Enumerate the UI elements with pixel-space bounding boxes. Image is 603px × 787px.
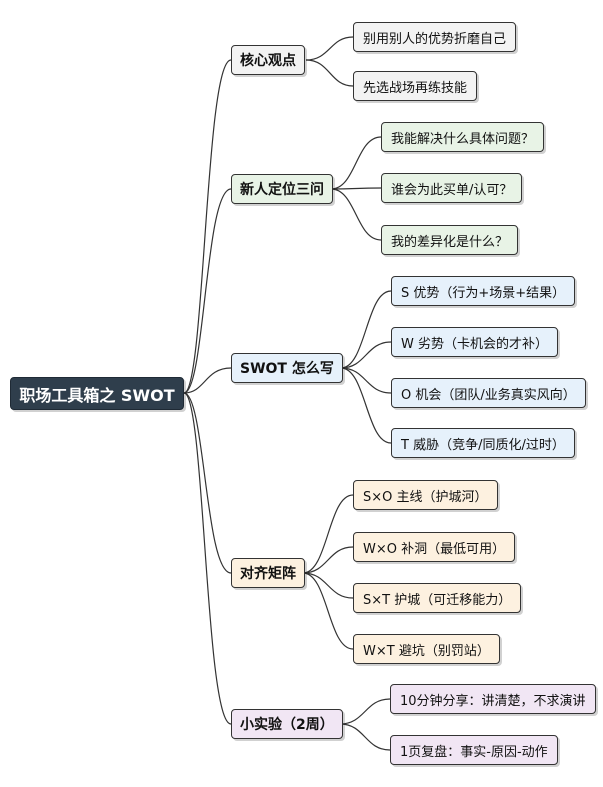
connector-root-branch-1	[183, 59, 232, 394]
connector-root-branch-5	[183, 392, 232, 725]
connector-root-branch-3	[183, 367, 232, 394]
leaf-matrix-wo[interactable]: W×O 补洞（最低可用）	[353, 532, 516, 562]
leaf-newcomer-questions-3[interactable]: 我的差异化是什么？	[381, 225, 519, 255]
leaf-core-views-1[interactable]: 别用别人的优势折磨自己	[353, 22, 517, 52]
leaf-core-views-2[interactable]: 先选战场再练技能	[353, 71, 478, 101]
branch-swot-writing[interactable]: SWOT 怎么写	[231, 353, 343, 383]
leaf-swot-strengths[interactable]: S 优势（行为+场景+结果）	[391, 276, 576, 306]
branch-small-experiment[interactable]: 小实验（2周）	[231, 709, 343, 739]
leaf-experiment-1[interactable]: 10分钟分享：讲清楚，不求演讲	[390, 684, 596, 714]
leaf-matrix-st[interactable]: S×T 护城（可迁移能力）	[353, 583, 522, 613]
branch-newcomer-questions[interactable]: 新人定位三问	[231, 174, 333, 204]
leaf-swot-threats[interactable]: T 威胁（竞争/同质化/过时）	[391, 428, 575, 458]
branch-alignment-matrix[interactable]: 对齐矩阵	[231, 558, 305, 588]
leaf-matrix-wt[interactable]: W×T 避坑（别罚站）	[353, 634, 500, 664]
leaf-newcomer-questions-2[interactable]: 谁会为此买单/认可？	[381, 173, 523, 203]
connector-root-branch-2	[183, 188, 232, 394]
leaf-newcomer-questions-1[interactable]: 我能解决什么具体问题？	[381, 122, 545, 152]
leaf-swot-weaknesses[interactable]: W 劣势（卡机会的才补）	[391, 327, 558, 357]
leaf-matrix-so[interactable]: S×O 主线（护城河）	[353, 480, 498, 510]
branch-core-views[interactable]: 核心观点	[231, 45, 305, 75]
leaf-experiment-2[interactable]: 1页复盘：事实-原因-动作	[390, 735, 558, 765]
root-node[interactable]: 职场工具箱之 SWOT	[10, 377, 184, 410]
connector-root-branch-4	[183, 392, 232, 574]
leaf-swot-opportunities[interactable]: O 机会（团队/业务真实风向）	[391, 378, 586, 408]
